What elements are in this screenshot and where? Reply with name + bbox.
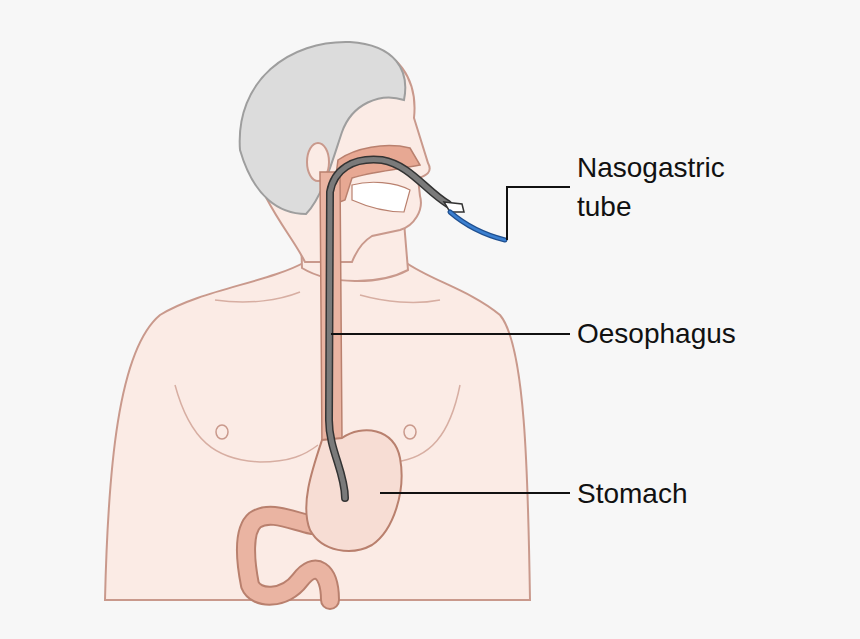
- clavicle-line: [360, 295, 440, 302]
- nasogastric-tube: [329, 160, 448, 498]
- nipple: [216, 425, 228, 439]
- mouth: [352, 182, 410, 212]
- pectoral-line: [175, 385, 318, 462]
- leader-line: [331, 333, 570, 335]
- tube-end: [450, 212, 505, 240]
- tube-end: [450, 212, 505, 240]
- part-label: Oesophagus: [577, 314, 817, 353]
- part-label: Nasogastric tube: [577, 148, 762, 226]
- nipple: [404, 425, 416, 439]
- tube-connector: [444, 202, 464, 212]
- stomach: [306, 430, 401, 551]
- part-label: Stomach: [577, 474, 817, 513]
- torso: [105, 262, 530, 600]
- leader-line: [507, 187, 570, 240]
- clavicle-line: [215, 292, 300, 302]
- tube-outline: [329, 160, 448, 498]
- leader-line: [380, 492, 570, 494]
